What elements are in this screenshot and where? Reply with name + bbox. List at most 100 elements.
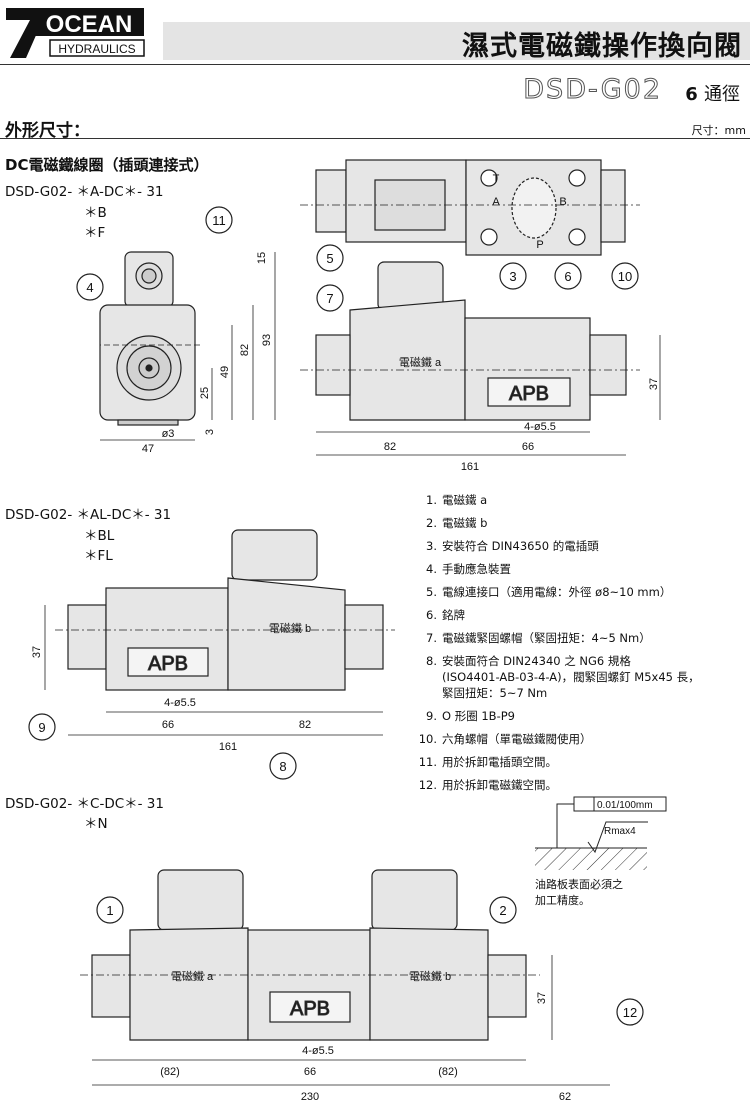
drawing-double_dims-d82a: (82): [160, 1066, 180, 1078]
solenoid-b-label: 電磁鐵 b: [269, 621, 311, 635]
callout-9: 9: [38, 720, 45, 735]
parts-8-n: 9.: [426, 709, 437, 723]
drawing-surface_note-1: 加工精度。: [535, 893, 590, 907]
flatness-tolerance: 0.01/100mm: [597, 800, 653, 811]
drawing-double_dims-holes: 4-ø5.5: [302, 1045, 334, 1057]
drawing-front_dims-d37: 37: [648, 378, 660, 390]
parts-3-n: 4.: [426, 562, 437, 576]
parts-2-n: 3.: [426, 539, 437, 553]
callout-3: 3: [509, 269, 516, 284]
list-item: 10. 六角螺帽（單電磁鐵閥使用）: [405, 731, 745, 747]
parts-9-t: 六角螺帽（單電磁鐵閥使用）: [442, 732, 592, 746]
divider: [0, 64, 750, 65]
drawing-end_view_dims-d47: 47: [142, 443, 154, 455]
end-view: [99, 251, 196, 426]
drawing-double_dims-d62: 62: [559, 1091, 571, 1103]
list-item: 1.電磁鐵 a: [405, 492, 745, 508]
callout-5: 5: [326, 251, 333, 266]
model-number: DSD-G02: [523, 74, 662, 106]
drawing-front_dims-holes: 4-ø5.5: [524, 421, 556, 433]
list-item: 7. 電磁鐵緊固螺帽（緊固扭矩：4~5 Nm）: [405, 630, 745, 646]
model-code-2: DSD-G02- ＊AL-DC＊- 31: [5, 507, 172, 523]
drawing-front_dims-d66: 66: [162, 719, 174, 731]
front-view-single: [315, 261, 627, 421]
drawing-ports-t: T: [493, 173, 500, 185]
unit-note: 尺寸：mm: [691, 124, 746, 137]
parts-6-n: 7.: [426, 631, 437, 645]
model-code-1: DSD-G02- ＊A-DC＊- 31: [5, 184, 164, 200]
parts-10-n: 11.: [418, 755, 437, 769]
page-title: 濕式電磁鐵操作換向閥: [462, 31, 742, 62]
drawing-end_view_dims-d25: 25: [199, 387, 211, 399]
bore-label: 通徑: [704, 84, 740, 105]
ocean-logo: OCEAN HYDRAULICS: [4, 6, 146, 60]
drawing-ports-b: B: [559, 196, 566, 208]
drawing-front_dims-d66: 66: [522, 441, 534, 453]
drawing-double_dims-d66: 66: [304, 1066, 316, 1078]
drawing-front_dims-d161: 161: [219, 741, 237, 753]
drawing-ports-p: P: [536, 239, 543, 251]
brand-sub: HYDRAULICS: [58, 42, 135, 56]
list-item: 8.安裝面符合 DIN24340 之 NG6 規格 (ISO4401-AB-03…: [405, 653, 745, 701]
list-item: 12.用於拆卸電磁鐵空間。: [405, 777, 745, 793]
list-item: 11.用於拆卸電插頭空間。: [405, 754, 745, 770]
parts-list: 1.電磁鐵 a 2.電磁鐵 b 3. 安裝符合 DIN43650 的電插頭 4.手…: [405, 492, 745, 800]
model-code-1f: ＊F: [84, 225, 106, 241]
parts-8-t: O 形圈 1B-P9: [442, 709, 515, 723]
list-item: 6.銘牌: [405, 607, 745, 623]
parts-2-t: 安裝符合 DIN43650 的電插頭: [442, 539, 599, 553]
nameplate: APB: [509, 383, 549, 405]
parts-6-t: 電磁鐵緊固螺帽（緊固扭矩：4~5 Nm）: [442, 631, 651, 645]
title-band: [163, 22, 750, 60]
drawing-double_dims-d230: 230: [301, 1091, 319, 1103]
drawing-surface_note-0: 油路板表面必須之: [535, 877, 623, 891]
drawing-end_view_dims-phi3: ø3: [162, 428, 175, 440]
callout-4: 4: [86, 280, 93, 295]
callout-11: 11: [212, 213, 226, 228]
parts-7-t: 安裝面符合 DIN24340 之 NG6 規格 (ISO4401-AB-03-4…: [442, 654, 700, 700]
parts-0-t: 電磁鐵 a: [442, 493, 488, 507]
drawing-front_dims-holes: 4-ø5.5: [164, 697, 196, 709]
drawing-front_dims-d82: 82: [384, 441, 396, 453]
brand-name: OCEAN: [46, 11, 133, 38]
model-code-2b: ＊BL: [84, 528, 115, 544]
model-code-1b: ＊B: [84, 205, 107, 221]
model-code-3: DSD-G02- ＊C-DC＊- 31: [5, 796, 164, 812]
callout-2: 2: [499, 903, 506, 918]
model-code-3n: ＊N: [84, 816, 108, 832]
drawing-front_dims-d37: 37: [31, 646, 43, 658]
section-subtitle: DC電磁鐵線圈（插頭連接式）: [5, 156, 209, 174]
parts-1-t: 電磁鐵 b: [442, 516, 488, 530]
list-item: 9. O 形圈 1B-P9: [405, 708, 745, 724]
bore-number: 6: [685, 84, 698, 105]
bore-size: 6 通徑: [685, 80, 740, 106]
callout-7: 7: [326, 291, 333, 306]
parts-4-n: 5.: [426, 585, 437, 599]
list-item: 3. 安裝符合 DIN43650 的電插頭: [405, 538, 745, 554]
drawing-solenoid_b: 電磁鐵 b: [409, 969, 451, 983]
parts-9-n: 10.: [418, 732, 437, 746]
drawing-solenoid_a: 電磁鐵 a: [171, 969, 214, 983]
list-item: 2.電磁鐵 b: [405, 515, 745, 531]
callout-1: 1: [106, 903, 113, 918]
drawing-end_view_dims-d93: 93: [261, 334, 273, 346]
section-title: 外形尺寸：: [5, 121, 90, 141]
list-item: 4.手動應急裝置: [405, 561, 745, 577]
drawing-plate: APB: [290, 998, 330, 1020]
list-item: 5. 電線連接口（適用電線：外徑 ø8~10 mm）: [405, 584, 745, 600]
drawing-end_view_dims-d3: 3: [204, 429, 216, 435]
callout-10: 10: [618, 269, 632, 284]
parts-11-n: 12.: [418, 778, 437, 792]
drawing-end_view_dims-d49: 49: [219, 366, 231, 378]
drawing-ports-a: A: [492, 196, 500, 208]
parts-5-t: 銘牌: [442, 608, 465, 622]
drawing-plate: APB: [148, 653, 188, 675]
drawing-double_dims-d37: 37: [536, 992, 548, 1004]
drawing-front_dims-d161: 161: [461, 461, 479, 473]
roughness-spec: Rmax4: [604, 826, 636, 837]
parts-4-t: 電線連接口（適用電線：外徑 ø8~10 mm）: [442, 585, 672, 599]
drawing-front_dims-d82: 82: [299, 719, 311, 731]
top-view: [315, 159, 626, 256]
drawing-end_view_dims-d82: 82: [239, 344, 251, 356]
